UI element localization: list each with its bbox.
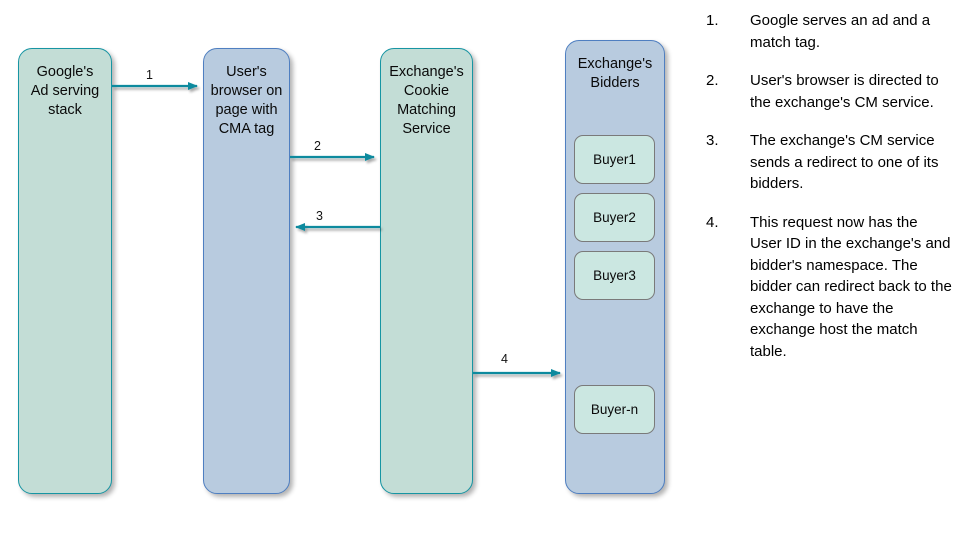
arrow-4-label: 4 (501, 352, 508, 366)
pillar-label: Google's Ad serving stack (30, 64, 100, 118)
arrow-3-label: 3 (316, 209, 323, 223)
step-text: User's browser is directed to the exchan… (750, 72, 939, 111)
step-number: 1. (706, 12, 719, 29)
step-number: 4. (706, 213, 719, 231)
list-item-step-2: 2. User's browser is directed to the exc… (706, 70, 952, 113)
buyer-box-2: Buyer2 (574, 193, 655, 242)
steps-list: 1. Google serves an ad and a match tag. … (706, 10, 952, 379)
step-text: The exchange's CM service sends a redire… (750, 132, 939, 192)
step-number: 3. (706, 132, 719, 149)
pillar-label: Exchange's Bidders (577, 56, 653, 91)
step-text: Google serves an ad and a match tag. (750, 12, 931, 51)
pillar-users-browser: User's browser on page with CMA tag (203, 48, 290, 494)
pillar-label: Exchange's Cookie Matching Service (389, 64, 464, 137)
arrow-1-label: 1 (146, 68, 153, 82)
arrow-2-label: 2 (314, 139, 321, 153)
pillar-label: User's browser on page with CMA tag (210, 64, 283, 137)
step-text: This request now has the User ID in the … (750, 213, 952, 360)
buyer-box-1: Buyer1 (574, 135, 655, 184)
list-item-step-4: 4. This request now has the User ID in t… (706, 212, 952, 363)
pillar-exchange-cookie-matching-service: Exchange's Cookie Matching Service (380, 48, 473, 494)
list-item-step-3: 3. The exchange's CM service sends a red… (706, 130, 952, 195)
buyer-box-3: Buyer3 (574, 251, 655, 300)
step-number: 2. (706, 72, 719, 89)
buyer-box-n: Buyer-n (574, 385, 655, 434)
list-item-step-1: 1. Google serves an ad and a match tag. (706, 10, 952, 53)
pillar-google-ad-serving-stack: Google's Ad serving stack (18, 48, 112, 494)
